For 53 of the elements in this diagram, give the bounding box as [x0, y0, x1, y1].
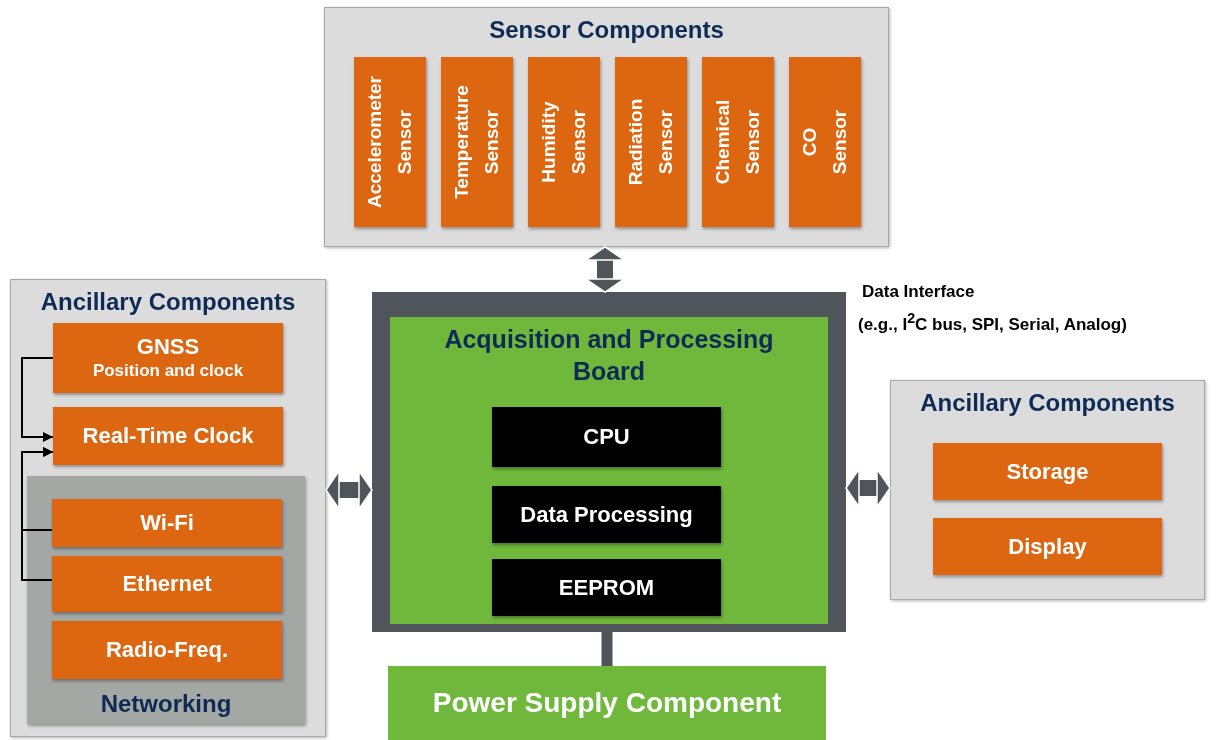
interface-note: Data Interface	[862, 281, 975, 303]
component-box	[53, 323, 283, 393]
component-box	[492, 559, 721, 616]
group-panel	[890, 380, 1205, 600]
box-label: Wi-Fi	[140, 510, 194, 536]
sensor-box	[702, 57, 774, 227]
sensor-box	[528, 57, 600, 227]
box-sublabel: Position and clock	[92, 360, 244, 382]
group-panel	[10, 279, 326, 737]
double-arrow	[845, 468, 891, 508]
box-label: Real-Time Clock	[82, 423, 254, 449]
box-label: Ethernet	[122, 571, 212, 597]
box-label: Storage	[1006, 458, 1089, 485]
board-title: Acquisition and Processing Board	[443, 324, 775, 387]
component-box	[933, 518, 1162, 575]
panel-title: Networking	[99, 690, 233, 718]
box-label: EEPROM	[558, 574, 655, 601]
sensor-box	[441, 57, 513, 227]
component-box	[52, 556, 282, 612]
panel-title: Ancillary Components	[919, 389, 1176, 417]
box-label: Accelerometer Sensor	[363, 76, 416, 208]
group-panel	[324, 7, 889, 247]
power-box	[388, 666, 826, 740]
arrow	[21, 357, 54, 442]
double-arrow	[325, 470, 373, 510]
board-panel	[372, 292, 846, 632]
box-label: Chemical Sensor	[711, 99, 764, 185]
sensor-box	[615, 57, 687, 227]
group-panel	[27, 476, 305, 724]
panel-title: Sensor Components	[488, 16, 725, 44]
component-box	[52, 499, 282, 547]
box-label: Humidity Sensor	[537, 101, 590, 183]
box-label: Data Processing	[520, 501, 693, 528]
box-label: CPU	[583, 424, 630, 450]
component-box	[52, 621, 282, 679]
box-label: Temperature Sensor	[450, 85, 503, 199]
box-label: Display	[1008, 533, 1087, 560]
sensor-box	[354, 57, 426, 227]
box-label: CO Sensor	[798, 109, 851, 175]
component-box	[492, 486, 721, 543]
connector-line	[601, 632, 613, 666]
box-label: Power Supply Component	[432, 687, 782, 719]
sensor-box	[789, 57, 861, 227]
box-label: GNSS	[136, 334, 200, 360]
box-label: Radiation Sensor	[624, 98, 677, 186]
component-box	[933, 443, 1162, 500]
arrow	[21, 447, 54, 581]
double-arrow	[585, 246, 625, 293]
component-box	[53, 407, 283, 465]
panel-title: Ancillary Components	[39, 288, 297, 316]
box-label: Radio-Freq.	[105, 637, 229, 663]
interface-note: (e.g., I$^{2}$C bus, SPI, Serial, Analog)	[858, 309, 1127, 336]
component-box	[492, 407, 721, 467]
